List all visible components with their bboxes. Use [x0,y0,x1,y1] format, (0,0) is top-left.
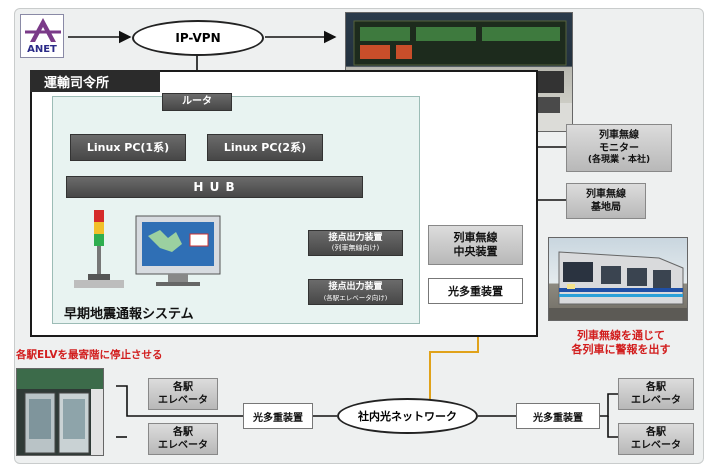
contact-output-radio-label: 接点出力装置 [328,233,383,243]
train-radio-monitor-line2: モニター [599,143,639,155]
train-radio-monitor-line3: (各現業・本社) [587,155,651,166]
anet-logo: ANET [20,14,64,58]
station-elevator-right-bottom: 各駅 エレベータ [618,423,694,455]
contact-output-elevator: 接点出力装置 (各駅エレベータ向け) [308,279,403,305]
train-radio-base-line2: 基地局 [591,202,621,213]
station-elevator-left-top-line2: エレベータ [158,395,208,406]
ip-vpn-cloud: IP-VPN [132,20,264,56]
station-elevator-right-top-line2: エレベータ [631,395,681,406]
train-radio-monitor: 列車無線 モニター (各現業・本社) [566,124,672,172]
contact-output-radio: 接点出力装置 (列車無線向け) [308,230,403,256]
train-radio-base-line1: 列車無線 [586,189,626,200]
elevator-stop-caption: 各駅ELVを最寄階に停止させる [16,349,163,361]
contact-output-elevator-label: 接点出力装置 [328,282,383,293]
station-elevator-left-bottom-line1: 各駅 [173,427,193,438]
station-elevator-left-top: 各駅 エレベータ [148,378,218,410]
system-name: 早期地震通報システム [64,307,194,322]
anet-logo-mark [25,18,61,42]
linux-pc-1: Linux PC(1系) [70,134,186,161]
anet-logo-text: ANET [27,44,57,55]
station-elevator-right-bottom-line1: 各駅 [646,427,666,438]
router-box: ルータ [162,93,232,111]
train-radio-monitor-line1: 列車無線 [599,130,639,142]
station-elevator-right-top-line1: 各駅 [646,382,666,393]
station-elevator-right-top: 各駅 エレベータ [618,378,694,410]
station-elevator-left-top-line1: 各駅 [173,382,193,393]
train-warning-caption-line1: 列車無線を通じて [577,329,665,342]
contact-output-radio-sub: (列車無線向け) [331,244,380,253]
optical-mux-center: 光多重装置 [428,278,523,304]
company-optical-network: 社内光ネットワーク [337,398,478,434]
linux-pc-2: Linux PC(2系) [207,134,323,161]
train-radio-central-line1: 列車無線 [453,230,498,244]
contact-output-elevator-sub: (各駅エレベータ向け) [323,293,388,302]
train-photo [548,237,688,321]
station-elevator-left-bottom-line2: エレベータ [158,440,208,451]
warning-equipment-illustration [74,210,221,288]
train-radio-central: 列車無線 中央装置 [428,225,523,265]
train-warning-caption: 列車無線を通じて 各列車に警報を出す [556,329,686,358]
hub-box: H U B [66,176,363,198]
elevator-photo [16,368,104,456]
station-elevator-left-bottom: 各駅 エレベータ [148,423,218,455]
optical-mux-left: 光多重装置 [243,403,313,429]
optical-mux-right: 光多重装置 [516,403,600,429]
train-radio-base-station: 列車無線 基地局 [566,183,646,219]
train-radio-central-line2: 中央装置 [453,245,498,258]
control-center-title: 運輸司令所 [30,70,160,92]
train-warning-caption-line2: 各列車に警報を出す [571,343,671,357]
station-elevator-right-bottom-line2: エレベータ [631,440,681,451]
